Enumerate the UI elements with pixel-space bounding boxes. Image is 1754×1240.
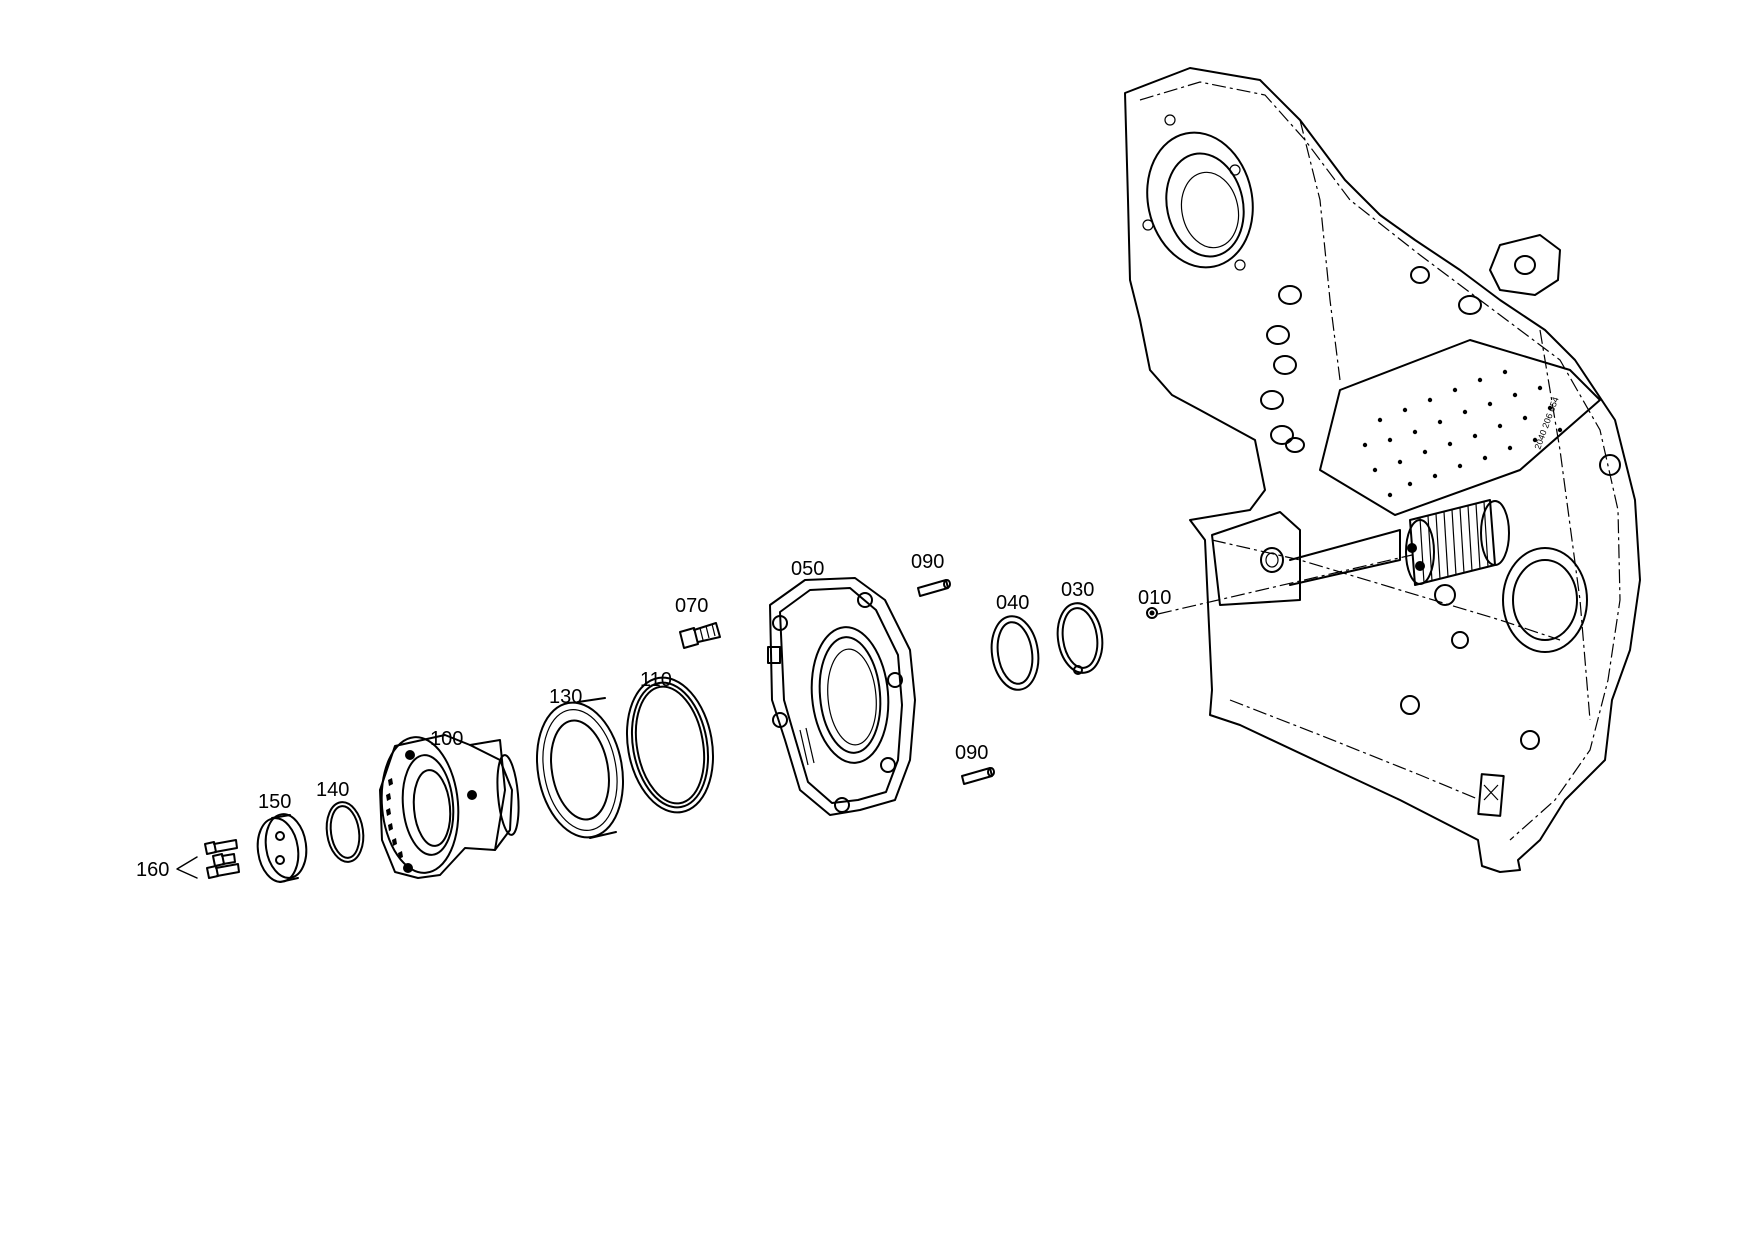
- label-130: 130: [549, 686, 582, 708]
- part-140-o-ring: [325, 801, 365, 863]
- label-010: 010: [1138, 587, 1171, 609]
- label-070: 070: [675, 595, 708, 617]
- label-160: 160: [136, 859, 169, 881]
- part-050-cover: [767, 577, 916, 816]
- label-100: 100: [430, 728, 463, 750]
- label-050: 050: [791, 558, 824, 580]
- transmission-housing: 2040 206 054: [1124, 67, 1641, 873]
- part-160-bolts: [204, 839, 240, 879]
- part-090-pin-lower: [961, 767, 995, 785]
- part-010-plug: [1146, 607, 1158, 619]
- plate-holes: [1362, 369, 1563, 498]
- label-140: 140: [316, 779, 349, 801]
- label-090-upper: 090: [911, 551, 944, 573]
- part-100-flange-hub: [379, 734, 520, 879]
- part-030-snap-ring: [1056, 602, 1104, 675]
- label-030: 030: [1061, 579, 1094, 601]
- label-160-leader: [176, 856, 198, 879]
- part-150-washer: [256, 813, 308, 883]
- gear-teeth: [1419, 501, 1489, 584]
- assembly-axis-line: [1157, 554, 1413, 615]
- part-040-ring: [990, 615, 1040, 691]
- label-040: 040: [996, 592, 1029, 614]
- label-150: 150: [258, 791, 291, 813]
- part-130-bearing: [535, 697, 625, 839]
- label-110: 110: [640, 669, 672, 691]
- label-090-lower: 090: [955, 742, 988, 764]
- part-110-seal-ring: [625, 676, 715, 814]
- part-070-bolt: [679, 622, 721, 649]
- hub-spline-teeth: [386, 778, 403, 859]
- part-labels: 010 030 040 050 070 090 090 100 110 130 …: [136, 551, 1171, 881]
- part-090-pin-upper: [917, 579, 951, 597]
- svg-text:2040 206 054: 2040 206 054: [1532, 396, 1560, 451]
